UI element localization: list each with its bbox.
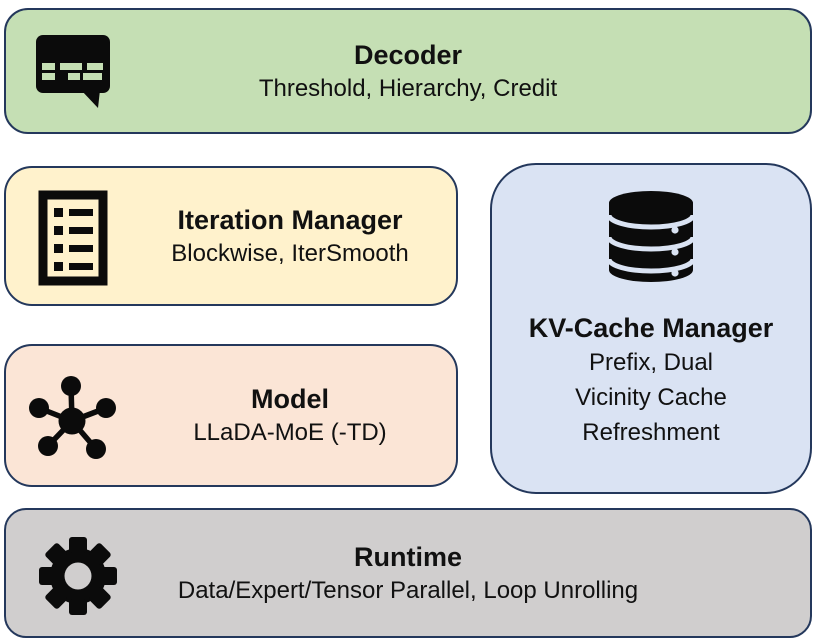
decoder-subtitle: Threshold, Hierarchy, Credit [258,74,558,102]
iteration-manager-subtitle: Blockwise, IterSmooth [171,239,409,267]
checklist-icon [38,190,108,291]
gear-icon [38,536,118,621]
speech-bubble-caption-icon [35,34,113,115]
model-subtitle: LLaDA-MoE (-TD) [193,419,387,446]
runtime-title: Runtime [354,541,462,572]
kv-cache-manager-subtitle-line-2: Vicinity Cache [575,384,727,411]
kv-cache-manager-subtitle-line-1: Prefix, Dual [588,349,714,376]
decoder-block: Decoder Threshold, Hierarchy, Credit [4,8,812,134]
runtime-block: Runtime Data/Expert/Tensor Parallel, Loo… [4,508,812,638]
model-title: Model [251,384,329,414]
kv-cache-manager-title: KV-Cache Manager [528,313,774,343]
model-block: Model LLaDA-MoE (-TD) [4,344,458,487]
kv-cache-manager-subtitle-line-3: Refreshment [582,419,720,446]
iteration-manager-text: Iteration Manager Blockwise, IterSmooth [6,168,456,304]
database-icon [606,190,696,291]
runtime-text: Runtime Data/Expert/Tensor Parallel, Loo… [6,510,810,636]
runtime-subtitle: Data/Expert/Tensor Parallel, Loop Unroll… [177,576,639,604]
kv-cache-manager-content: KV-Cache Manager Prefix, Dual Vicinity C… [492,165,810,492]
iteration-manager-block: Iteration Manager Blockwise, IterSmooth [4,166,458,306]
network-hub-icon [28,373,120,468]
decoder-title: Decoder [353,39,463,70]
kv-cache-manager-block: KV-Cache Manager Prefix, Dual Vicinity C… [490,163,812,494]
model-text: Model LLaDA-MoE (-TD) [6,346,456,485]
iteration-manager-title: Iteration Manager [177,204,403,235]
decoder-text: Decoder Threshold, Hierarchy, Credit [6,10,810,132]
